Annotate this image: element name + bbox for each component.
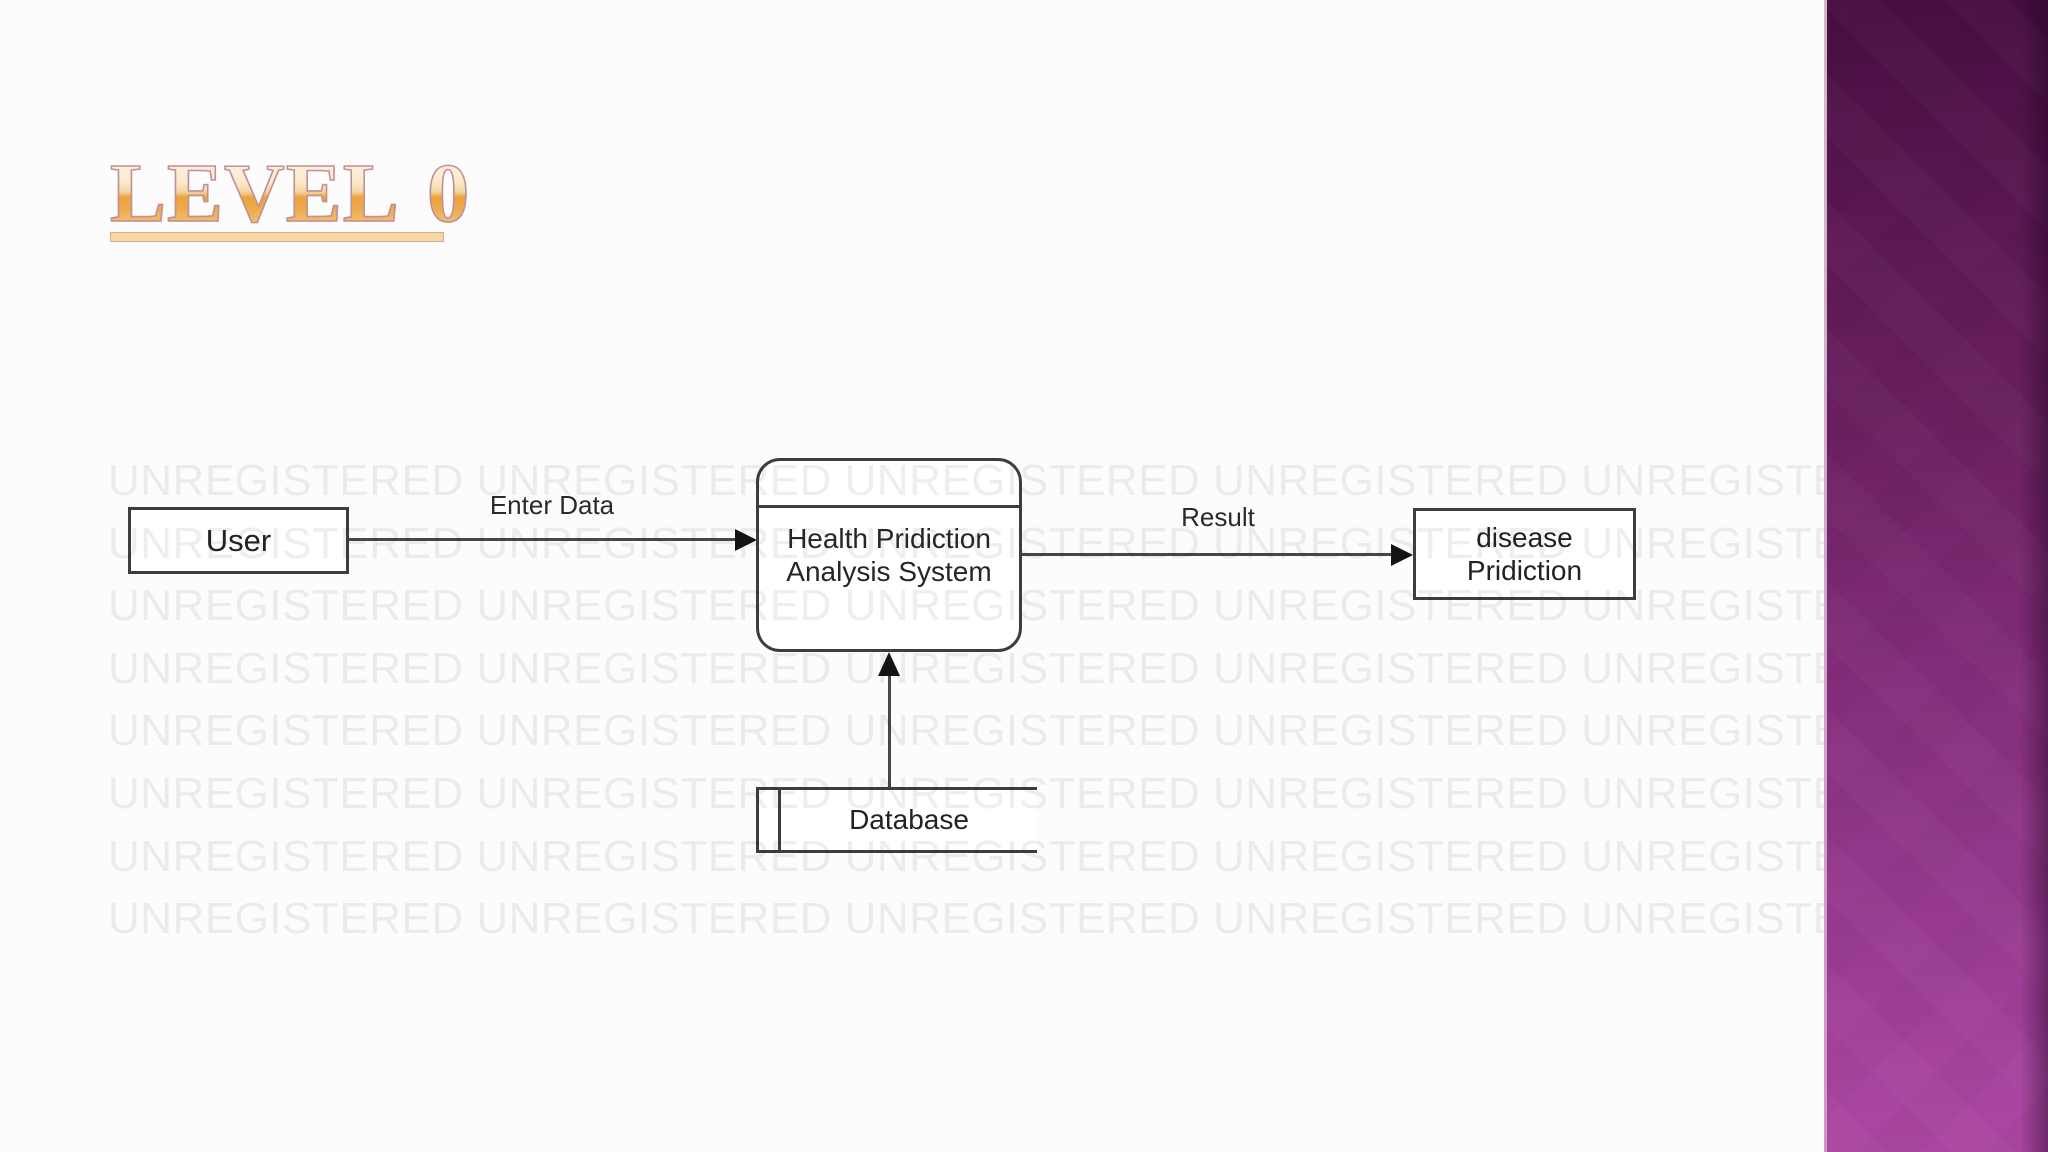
flow-database-line [888, 676, 891, 788]
flow-result-line [1022, 553, 1393, 556]
node-process-label: Health Pridiction Analysis System [759, 461, 1019, 649]
node-user: User [128, 507, 349, 574]
accent-bar [1824, 0, 2048, 1152]
process-id-divider [759, 505, 1019, 508]
flow-enter-data-arrowhead-icon [735, 529, 757, 551]
page-title-text: LEVEL 0 [109, 147, 471, 240]
node-database: Database [756, 787, 1037, 853]
node-user-label: User [205, 522, 272, 558]
flow-result-arrowhead-icon [1391, 544, 1413, 566]
flow-database-arrowhead-icon [878, 652, 900, 676]
process-label-line1: Health Pridiction [787, 523, 991, 554]
database-id-divider [778, 790, 781, 850]
flow-enter-data-line [349, 538, 735, 541]
flow-enter-data-label: Enter Data [489, 490, 615, 520]
node-process: Health Pridiction Analysis System [756, 458, 1022, 652]
title-underline [110, 232, 444, 242]
flow-result-label: Result [1181, 502, 1255, 532]
process-label-line2: Analysis System [786, 556, 992, 587]
node-disease-pridiction: disease Pridiction [1413, 508, 1636, 600]
node-database-label: Database [849, 804, 969, 835]
disease-label-line1: disease [1476, 522, 1573, 553]
disease-label-line2: Pridiction [1466, 555, 1583, 586]
page-title: LEVEL 0 [109, 147, 471, 240]
